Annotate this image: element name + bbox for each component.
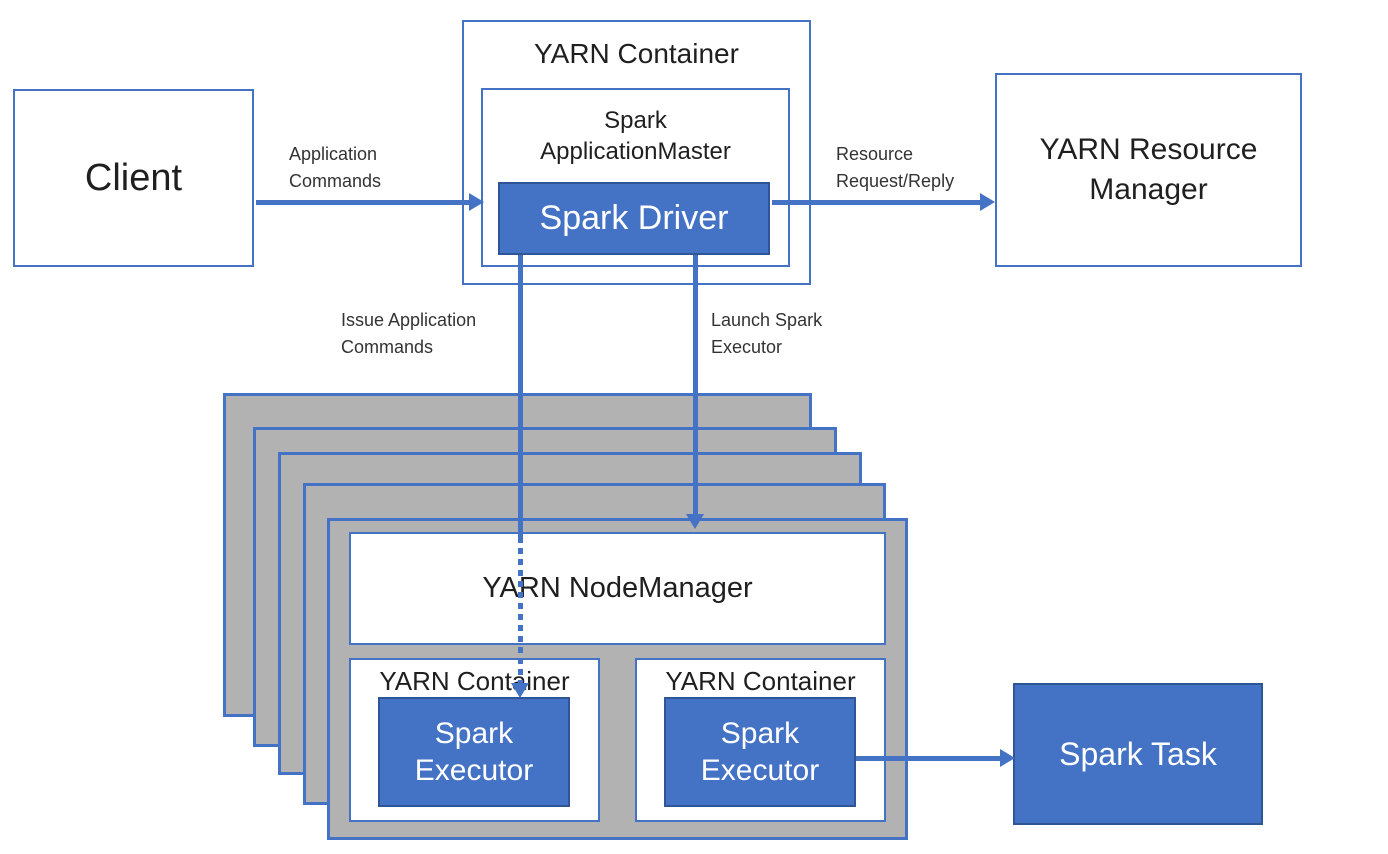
spark-task-label: Spark Task [1059, 735, 1217, 772]
resource-request-reply-arrow [772, 200, 982, 205]
executor-to-task-arrow [856, 756, 1002, 761]
spark-executor-right-label: Spark Executor [700, 716, 820, 788]
launch-spark-executor-arrow [693, 255, 698, 514]
spark-driver-label: Spark Driver [539, 199, 729, 237]
yarn-resource-manager-node: YARN Resource Manager [995, 73, 1302, 267]
arrowhead-down-icon [511, 683, 529, 698]
spark-task-node: Spark Task [1013, 683, 1263, 825]
application-commands-arrow [256, 200, 470, 205]
issue-application-commands-arrow [518, 255, 523, 537]
yarn-container-right-label: YARN Container [665, 666, 856, 696]
application-commands-edge-label: Application Commands [289, 144, 382, 191]
yarn-resource-manager-label: YARN Resource Manager [1039, 132, 1258, 207]
spark-executor-left-label: Spark Executor [414, 716, 534, 788]
spark-application-master-label: Spark ApplicationMaster [540, 107, 731, 166]
spark-executor-right-node: Spark Executor [664, 697, 856, 807]
launch-spark-executor-edge-label: Launch Spark Executor [711, 310, 823, 357]
yarn-node-manager-label: YARN NodeManager [482, 572, 753, 604]
arrowhead-right-icon [469, 193, 484, 211]
arrowhead-right-icon [980, 193, 995, 211]
arrowhead-right-icon [1000, 749, 1015, 767]
yarn-container-left-label: YARN Container [379, 666, 570, 696]
resource-request-reply-edge-label: Resource Request/Reply [836, 144, 955, 191]
spark-driver-node: Spark Driver [498, 182, 770, 255]
client-node: Client [13, 89, 254, 267]
yarn-node-manager-node: YARN NodeManager [349, 532, 886, 645]
arrowhead-down-icon [686, 514, 704, 529]
issue-application-commands-arrow-dotted [518, 537, 523, 683]
spark-executor-left-node: Spark Executor [378, 697, 570, 807]
yarn-container-label: YARN Container [534, 38, 739, 69]
issue-application-commands-edge-label: Issue Application Commands [341, 310, 477, 357]
client-label: Client [84, 156, 183, 199]
